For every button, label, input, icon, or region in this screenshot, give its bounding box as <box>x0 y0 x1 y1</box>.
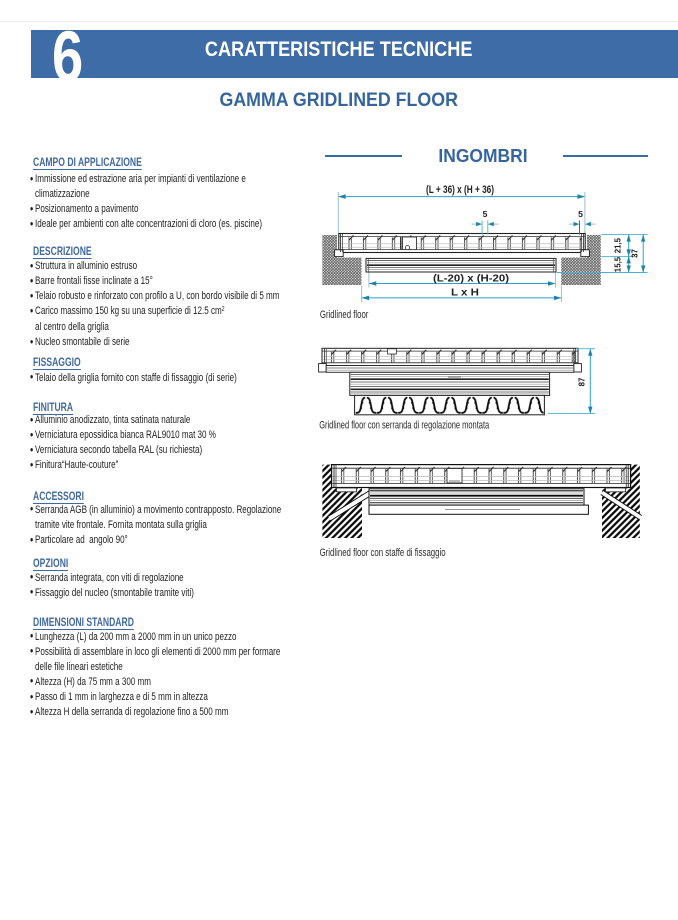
svg-text:Gridlined floor con staffe di: Gridlined floor con staffe di fissaggio <box>320 547 446 559</box>
svg-text:(L-20) x (H-20): (L-20) x (H-20) <box>433 273 509 284</box>
svg-text:87: 87 <box>578 377 587 386</box>
svg-text:37: 37 <box>630 249 639 258</box>
svg-text:(L + 36) x (H + 36): (L + 36) x (H + 36) <box>426 184 494 196</box>
svg-text:Gridlined floor: Gridlined floor <box>320 309 369 321</box>
svg-text:5: 5 <box>578 209 583 219</box>
svg-text:L x H: L x H <box>451 287 479 298</box>
svg-text:21,5: 21,5 <box>614 237 623 253</box>
svg-text:5: 5 <box>483 209 488 219</box>
svg-text:15,5: 15,5 <box>614 256 623 272</box>
svg-text:Gridlined floor con serranda d: Gridlined floor con serranda di regolazi… <box>319 420 490 432</box>
